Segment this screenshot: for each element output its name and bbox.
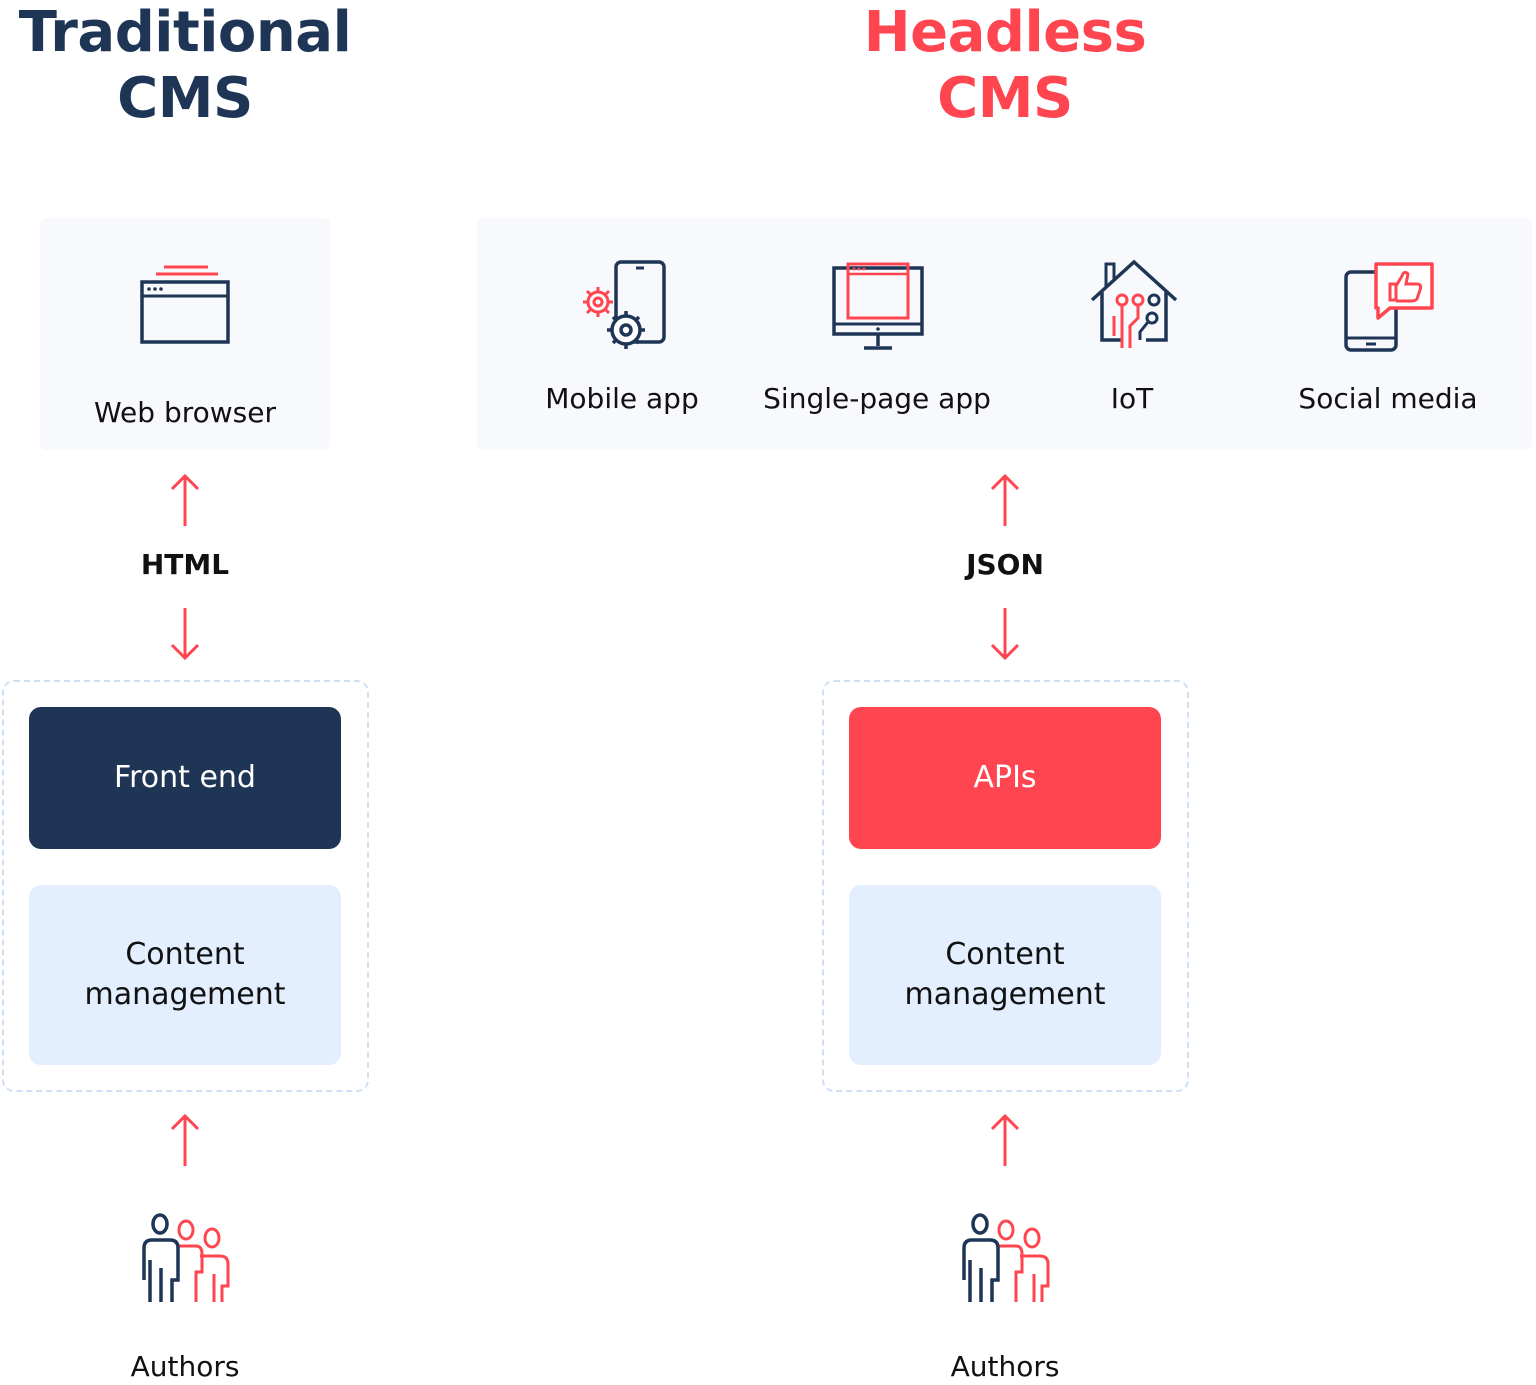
channel-label-social-media: Social media xyxy=(1298,382,1478,415)
channel-label-single-page-app: Single-page app xyxy=(763,382,991,415)
content-management-line2: management xyxy=(84,977,286,1012)
up-arrow-icon xyxy=(990,473,1020,526)
web-browser-icon xyxy=(140,265,230,344)
mobile-app-icon xyxy=(583,260,666,349)
web-browser-panel xyxy=(40,218,330,450)
traditional-cms-container xyxy=(2,680,369,1092)
up-arrow-icon xyxy=(170,473,200,526)
content-management-line2: management xyxy=(904,977,1106,1012)
front-end-label: Front end xyxy=(114,760,256,795)
channels-panel xyxy=(477,218,1532,450)
channel-label-mobile-app: Mobile app xyxy=(545,382,699,415)
up-arrow-icon xyxy=(170,1113,200,1166)
up-arrow-icon xyxy=(990,1113,1020,1166)
down-arrow-icon xyxy=(990,608,1020,661)
traditional-content-management-box: Content management xyxy=(29,885,341,1065)
authors-icon xyxy=(142,1213,230,1302)
traditional-title-line1: Traditional xyxy=(18,0,352,65)
headless-content-management-box: Content management xyxy=(849,885,1161,1065)
authors-icon xyxy=(962,1213,1050,1302)
html-label: HTML xyxy=(140,548,230,581)
headless-cms-container xyxy=(822,680,1189,1092)
front-end-box: Front end xyxy=(29,707,341,849)
traditional-title-line2: CMS xyxy=(117,66,253,131)
channel-label-iot: IoT xyxy=(1110,382,1154,415)
traditional-authors-label: Authors xyxy=(130,1350,240,1383)
smart-home-icon xyxy=(1090,259,1178,348)
headless-authors-label: Authors xyxy=(950,1350,1060,1383)
json-label: JSON xyxy=(966,548,1044,581)
apis-box: APIs xyxy=(849,707,1161,849)
monitor-icon xyxy=(832,262,924,350)
traditional-cms-title: Traditional CMS xyxy=(0,0,370,132)
content-management-line1: Content xyxy=(945,937,1065,972)
social-media-icon xyxy=(1344,262,1434,352)
content-management-line1: Content xyxy=(125,937,245,972)
apis-label: APIs xyxy=(973,760,1037,795)
headless-cms-title: Headless CMS xyxy=(820,0,1190,132)
web-browser-label: Web browser xyxy=(94,396,276,429)
down-arrow-icon xyxy=(170,608,200,661)
headless-title-line1: Headless xyxy=(863,0,1147,65)
headless-title-line2: CMS xyxy=(937,66,1073,131)
